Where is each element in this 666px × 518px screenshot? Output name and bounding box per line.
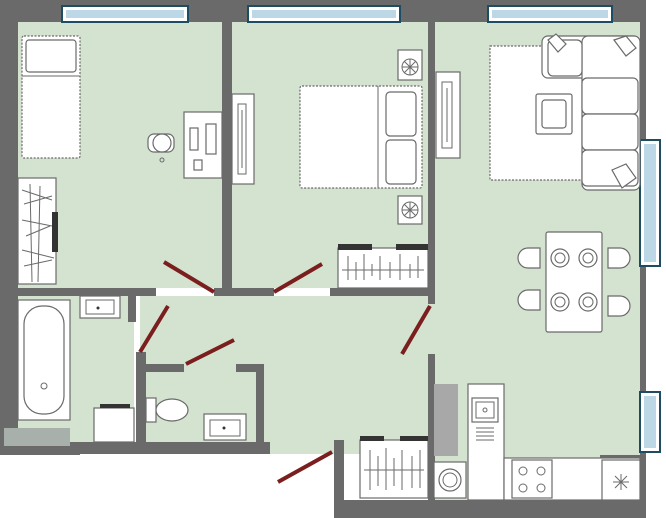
fridge[interactable]: [601, 459, 641, 501]
door-toilet[interactable]: [185, 338, 235, 366]
dining-table[interactable]: [545, 231, 603, 333]
wall-bedroom2-bottom: [330, 288, 428, 296]
wall-left: [0, 0, 18, 455]
washbasin-bathroom[interactable]: [79, 295, 121, 319]
window-top-living-room[interactable]: [487, 5, 613, 23]
toilet-bowl[interactable]: [145, 397, 189, 423]
bathroom-furniture: [17, 295, 135, 443]
window-top-bedroom-1[interactable]: [61, 5, 189, 23]
tv-stand-living-room[interactable]: [435, 71, 461, 159]
wall-bedroom-divider: [222, 22, 232, 294]
wardrobe-bedroom-1[interactable]: [17, 177, 58, 285]
wall-bottom-mid: [80, 442, 270, 454]
stove[interactable]: [511, 459, 553, 499]
washbasin-toilet[interactable]: [203, 413, 247, 441]
wall-entry-bottom: [334, 500, 646, 518]
desk[interactable]: [183, 111, 223, 179]
door-bedroom-2[interactable]: [272, 262, 324, 294]
window-right-kitchen[interactable]: [639, 391, 661, 453]
bathtub[interactable]: [17, 299, 71, 421]
wall-entry-right: [334, 440, 344, 518]
single-bed[interactable]: [21, 35, 81, 159]
wardrobe-bedroom-2[interactable]: [337, 244, 429, 289]
door-entrance[interactable]: [277, 450, 333, 484]
tv-stand-bedroom-2[interactable]: [231, 93, 255, 185]
kitchen-furniture: [433, 383, 641, 501]
door-bedroom-1[interactable]: [162, 260, 216, 294]
wall-living-divider: [428, 22, 435, 304]
stove-burner-icon: [518, 466, 546, 493]
wall-bedroom1-bottom-a: [18, 288, 156, 296]
double-bed[interactable]: [299, 85, 423, 189]
bedroom-2-furniture: [231, 49, 429, 289]
corner-sofa[interactable]: [489, 33, 641, 191]
oven-appliance[interactable]: [433, 461, 467, 499]
windows: [61, 5, 661, 453]
wall-toilet-top-a: [136, 364, 184, 372]
wall-toilet-top-b: [236, 364, 264, 372]
door-living-room[interactable]: [400, 304, 432, 356]
living-room-furniture: [435, 33, 641, 333]
bathroom-step: [4, 428, 70, 446]
fan-icon: [401, 201, 419, 219]
wall-toilet-left: [136, 352, 146, 447]
door-bathroom[interactable]: [138, 304, 170, 354]
doors: [138, 260, 432, 484]
window-right-living-room[interactable]: [639, 139, 661, 267]
wall-toilet-right: [256, 364, 264, 447]
toilet-furniture: [145, 397, 247, 441]
dining-chairs[interactable]: [517, 247, 631, 317]
nightstand-left[interactable]: [397, 49, 423, 81]
window-top-bedroom-2[interactable]: [247, 5, 401, 23]
snowflake-icon: [613, 474, 629, 490]
wall-kitchen-divider: [428, 354, 435, 518]
wall-bathroom-right: [128, 296, 136, 322]
wall-right-lower: [640, 455, 646, 518]
wardrobe-hallway[interactable]: [359, 436, 429, 499]
hallway-furniture: [359, 436, 429, 499]
office-chair[interactable]: [147, 133, 175, 163]
nightstand-right[interactable]: [397, 195, 423, 225]
fan-icon: [401, 58, 419, 76]
coffee-table[interactable]: [535, 93, 573, 135]
kitchen-column: [434, 384, 458, 456]
bedroom-1-furniture: [17, 35, 223, 285]
kitchen-sink[interactable]: [471, 397, 499, 441]
wall-bedroom1-bottom-b: [214, 288, 274, 296]
washing-machine[interactable]: [93, 404, 135, 443]
